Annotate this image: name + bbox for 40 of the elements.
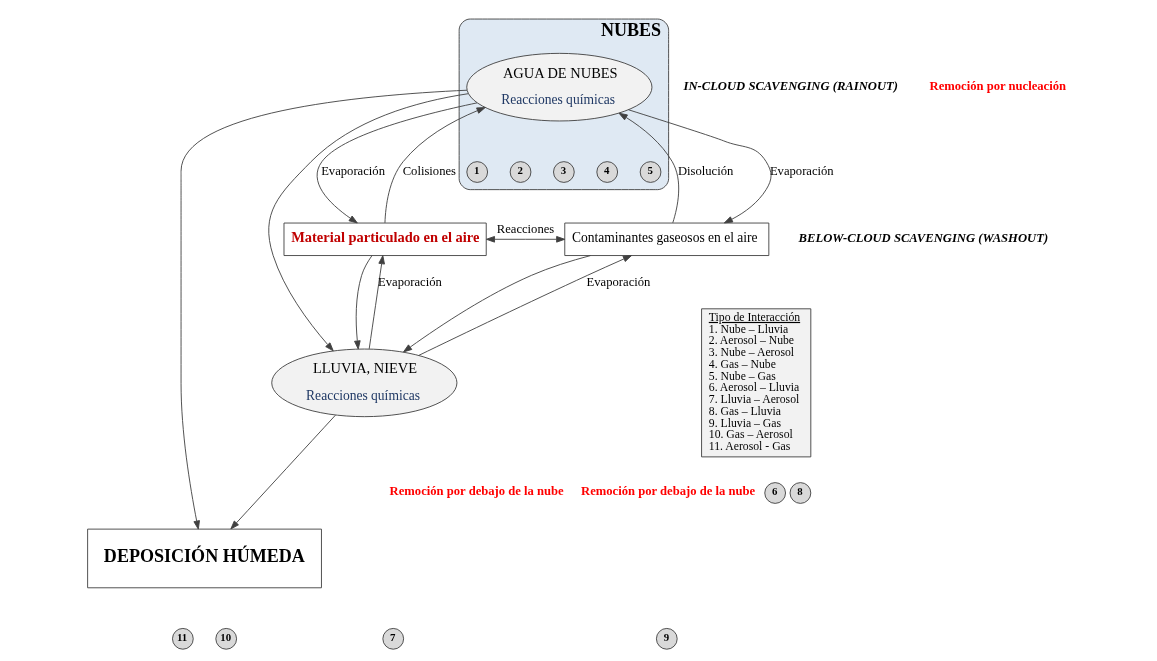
label: IN-CLOUD SCAVENGING (RAINOUT) xyxy=(683,78,898,93)
arrow xyxy=(627,109,771,224)
node-circle: 10 xyxy=(214,627,237,650)
arrow xyxy=(417,255,632,356)
node-box: Material particulado en el aire xyxy=(283,222,487,256)
node-circle: 8 xyxy=(789,482,811,504)
node-circle: 11 xyxy=(171,627,194,650)
edge-label: Evaporación xyxy=(769,164,834,179)
node-box: Contaminantes gaseosos en el aire xyxy=(563,222,769,256)
edge-label: Disolución xyxy=(677,164,733,179)
arrow xyxy=(180,89,467,530)
edge-label: Evaporación xyxy=(377,274,442,289)
node-circle: 7 xyxy=(381,627,404,650)
arrow xyxy=(384,107,486,224)
node-box: DEPOSICIÓN HÚMEDA xyxy=(86,528,322,589)
node-circle: 6 xyxy=(763,482,786,504)
arrow xyxy=(485,236,565,243)
node-circle: 5 xyxy=(639,161,661,183)
node-circle: 1 xyxy=(465,161,488,183)
label: Remoción por debajo de la nube xyxy=(580,484,755,499)
arrow xyxy=(402,255,591,353)
arrow xyxy=(316,102,478,224)
arrow xyxy=(229,414,336,530)
edge-label: Colisiones xyxy=(402,164,456,179)
edge-label: Evaporación xyxy=(320,164,385,179)
arrow xyxy=(353,255,372,350)
arrow xyxy=(368,255,385,350)
node-circle: 3 xyxy=(552,161,575,183)
node-circle: 4 xyxy=(595,161,618,183)
node-circle: 9 xyxy=(655,627,678,650)
label: Remoción por nucleación xyxy=(929,78,1066,93)
node-box: Tipo de Interacción 1. Nube – Lluvia 2. Aerosol – Nube 3. Nube – Aerosol 4. Gas – Nube 5. Nube – Gas 6. Aerosol – Lluvia 7. Lluvia – Aerosol 8. Gas – Lluvia 9. Lluvia – Gas 10. Gas – Aerosol 11. Aerosol - Gas xyxy=(700,308,811,458)
arrow xyxy=(267,93,469,352)
edge-label: Evaporación xyxy=(586,274,650,289)
node-circle: 2 xyxy=(509,161,531,183)
node-ellipse: LLUVIA, NIEVE Reacciones químicas xyxy=(270,348,457,418)
label: Remoción por debajo de la nube xyxy=(389,484,564,499)
label: BELOW-CLOUD SCAVENGING (WASHOUT) xyxy=(798,230,1048,245)
edge-label: Reacciones xyxy=(496,222,554,237)
arrow xyxy=(618,112,679,224)
